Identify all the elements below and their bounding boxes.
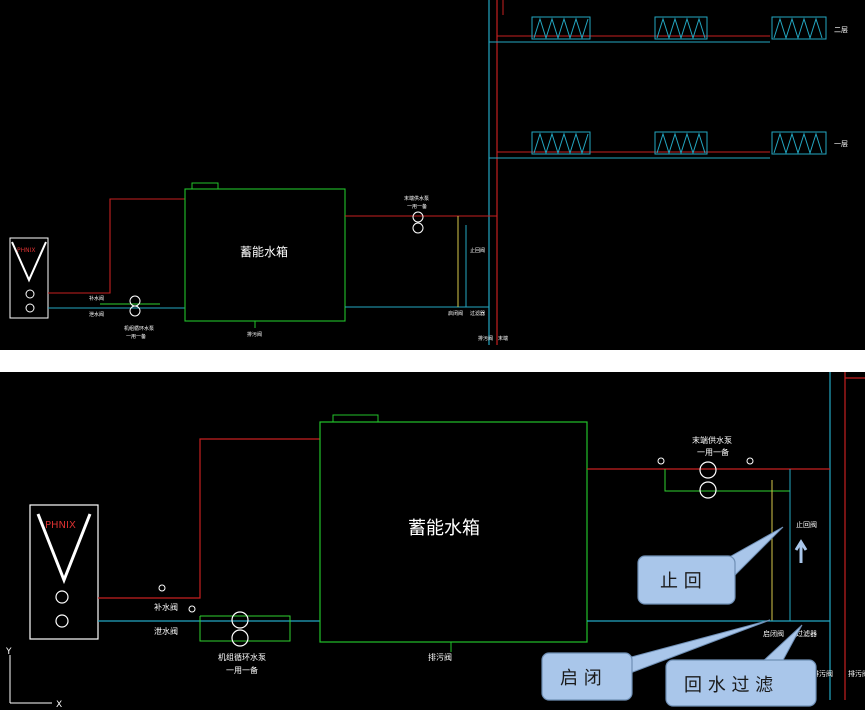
fan-coil-unit: [771, 16, 827, 40]
callout-check-valve: 止 回: [637, 526, 784, 605]
unit-pump-bypass: [199, 615, 291, 642]
pressure-gauge-icon: [188, 605, 196, 613]
top-panel: 二层 一层 PHNIX 补水阀 泄水阀 机组循环: [0, 0, 865, 350]
unit-supply-pipe: [98, 438, 320, 599]
floor-end-label: 末端: [498, 335, 508, 342]
heat-pump-unit: PHNIX: [29, 504, 99, 640]
drain-valve-label: 排污阀: [428, 652, 452, 662]
user-pump-icon: [699, 481, 717, 499]
floor-drain-label: 排污阀: [478, 335, 493, 342]
unit-pump-icon: [231, 629, 249, 647]
user-pump-sub-label: 一用一备: [407, 203, 427, 210]
filter-label: 过滤器: [796, 629, 817, 638]
unit-pump-icon: [129, 305, 141, 317]
panel-separator: [0, 350, 865, 372]
heat-pump-unit: PHNIX: [9, 237, 49, 319]
tank-label: 蓄能水箱: [408, 518, 480, 539]
unit-pump-sub-label: 一用一备: [226, 665, 258, 675]
user-pump-label: 末端供水泵: [404, 195, 429, 202]
unit-pump-sub-label: 一用一备: [126, 333, 146, 340]
user-pump-label: 末端供水泵: [692, 435, 732, 445]
pressure-gauge-icon: [657, 457, 665, 465]
fan-coil-unit: [771, 131, 827, 155]
floor-2-branch: 二层: [489, 16, 848, 43]
check-valve-label: 止回阀: [470, 247, 485, 254]
flow-arrow-icon: [794, 539, 808, 563]
fan-coil-unit: [531, 131, 591, 155]
floor-1-branch: 一层: [489, 131, 848, 159]
callout-text: 回 水 过 滤: [684, 675, 773, 696]
bottom-panel-background: [0, 372, 865, 710]
bleed-valve-label: 泄水阀: [154, 626, 178, 636]
user-pump-icon: [412, 211, 424, 223]
storage-tank: [184, 188, 346, 322]
gate-valve-label: 启闭阀: [448, 310, 463, 317]
unit-brand-label: PHNIX: [45, 520, 76, 531]
fan-coil-unit: [531, 16, 591, 40]
make-up-valve-label: 补水阀: [89, 295, 104, 302]
pressure-gauge-icon: [746, 457, 754, 465]
callout-text: 止 回: [660, 571, 702, 592]
callout-text: 启 闭: [560, 668, 602, 689]
unit-pump-label: 机组循环水泵: [124, 325, 154, 332]
floor-label: 二层: [834, 26, 848, 34]
unit-supply-pipe: [48, 198, 185, 294]
make-up-valve-label: 补水阀: [154, 602, 178, 612]
axis-x-label: X: [56, 700, 62, 710]
ucs-axis-icon: Y X: [5, 647, 62, 710]
bottom-panel: PHNIX 补水阀 泄水阀 机组循环水泵 一用一备 蓄能水箱 排污阀 末端供水泵…: [0, 372, 865, 710]
storage-tank: [319, 421, 588, 643]
unit-pump-icon: [231, 611, 249, 629]
right-end-label: 排污阀: [848, 669, 865, 678]
user-pump-sub-label: 一用一备: [697, 447, 729, 457]
tank-label: 蓄能水箱: [240, 244, 288, 259]
bleed-valve-label: 泄水阀: [89, 311, 104, 318]
user-pump-icon: [699, 461, 717, 479]
floor-label: 一层: [834, 140, 848, 148]
top-panel-background: [0, 0, 865, 350]
user-pump-icon: [412, 222, 424, 234]
axis-y-label: Y: [5, 647, 12, 657]
gate-valve-label: 启闭阀: [763, 629, 784, 638]
callout-return-filter: 回 水 过 滤: [665, 624, 817, 707]
unit-pump-label: 机组循环水泵: [218, 652, 266, 662]
check-valve-label: 止回阀: [796, 520, 817, 529]
pressure-gauge-icon: [158, 584, 166, 592]
unit-brand-label: PHNIX: [17, 247, 36, 254]
right-drain-label: 排污阀: [812, 669, 833, 678]
callout-gate-valve: 启 闭: [541, 619, 771, 701]
drain-valve-label: 排污阀: [247, 331, 262, 338]
filter-label: 过滤器: [470, 310, 485, 317]
